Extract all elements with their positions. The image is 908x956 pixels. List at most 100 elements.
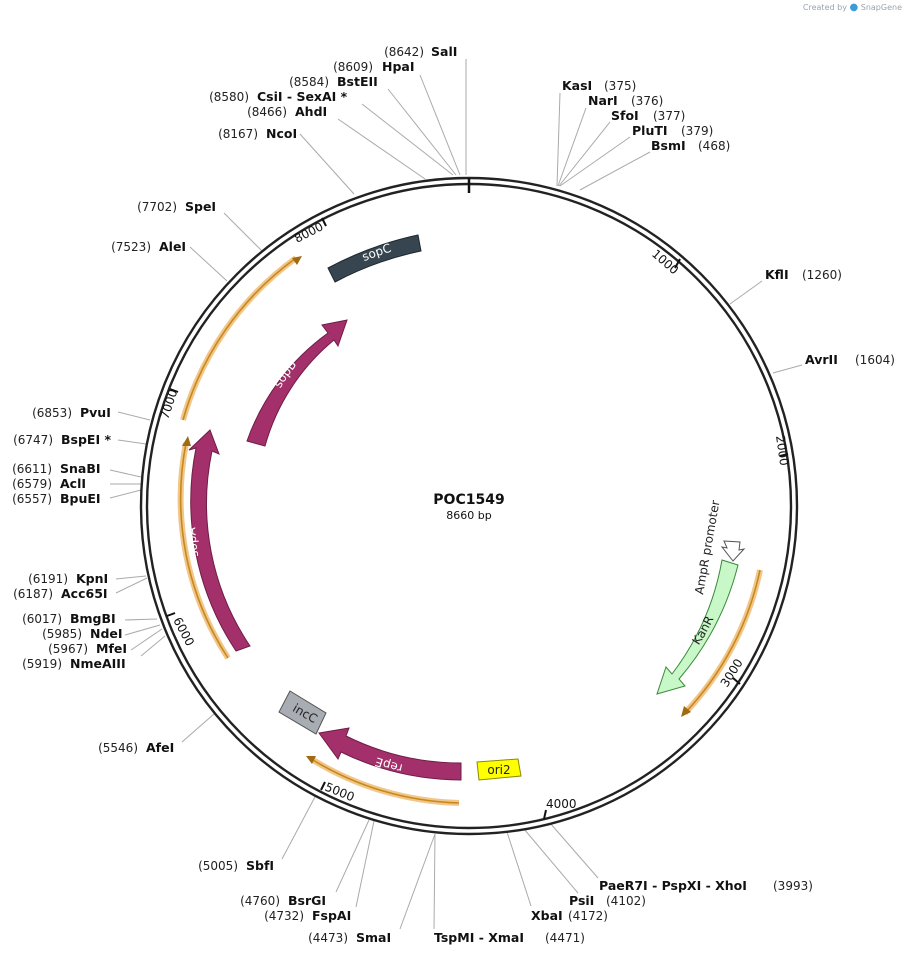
site-KflI[interactable]: KflI [765,267,789,282]
site-NdeI[interactable]: NdeI [90,626,123,641]
snapgene-watermark: Created by ● SnapGene [803,2,902,13]
site-PvuI[interactable]: PvuI [80,405,111,420]
leader-line [299,133,355,195]
site-pos: (4102) [606,894,646,908]
leader-line [223,212,263,252]
site-pos: (7523) [111,240,151,254]
site-SpeI[interactable]: SpeI [185,199,216,214]
site-pos: (5985) [42,627,82,641]
site-pos: (377) [653,109,685,123]
site-pos: (379) [681,124,713,138]
leader-line [130,628,163,651]
ruler-tick-8000: 8000 [292,219,326,245]
leader-line [399,833,436,930]
leader-line [140,635,166,657]
site-BmgBI[interactable]: BmgBI [70,611,116,626]
leader-line [559,136,631,187]
site-KpnI[interactable]: KpnI [76,571,108,586]
site-AvrII[interactable]: AvrII [805,352,838,367]
site-KasI[interactable]: KasI [562,78,592,93]
feature-sopA[interactable] [188,429,251,652]
site-AleI[interactable]: AleI [159,239,186,254]
leader-line [558,121,611,187]
leader-line [124,624,161,636]
site-MfeI[interactable]: MfeI [96,641,127,656]
leader-line [335,819,370,893]
ruler-mark-2000 [779,453,789,457]
site-Acc65I[interactable]: Acc65I [61,586,108,601]
site-pos: (5919) [22,657,62,671]
lines-layer [109,59,803,930]
site-AfeI[interactable]: AfeI [146,740,174,755]
feature-sopC[interactable] [327,234,422,283]
leader-line [109,469,142,478]
site-PaeR7I-PspXI-XhoI[interactable]: PaeR7I - PspXI - XhoI [599,878,747,893]
site-pos: (5005) [198,859,238,873]
site-XbaI[interactable]: XbaI [531,908,563,923]
leader-line [115,577,148,594]
orf-arrowhead [182,436,191,446]
site-SbfI[interactable]: SbfI [246,858,274,873]
ruler-mark-7000 [169,388,179,393]
site-pos: (376) [631,94,663,108]
site-pos: (375) [604,79,636,93]
site-BsmI[interactable]: BsmI [651,138,686,153]
site-pos: (4473) [308,931,348,945]
site-SnaBI[interactable]: SnaBI [60,461,101,476]
site-pos: (6557) [12,492,52,506]
feature-repE[interactable] [318,727,462,781]
feature-KanR[interactable] [656,559,739,695]
watermark-prefix: Created by [802,3,847,12]
site-SmaI[interactable]: SmaI [356,930,391,945]
ruler-mark-6000 [166,612,176,617]
feature-incC[interactable] [278,690,327,735]
site-AhdI[interactable]: AhdI [295,104,327,119]
leader-line [523,828,579,894]
snapgene-logo: ● [849,2,859,13]
orf-arrowhead [306,756,316,764]
leader-line [361,103,454,176]
site-pos: (8642) [384,45,424,59]
leader-line [181,713,215,743]
site-pos: (6611) [12,462,52,476]
site-pos: (6187) [13,587,53,601]
site-pos: (6191) [28,572,68,586]
site-PsiI[interactable]: PsiI [569,893,594,908]
site-FspAI[interactable]: FspAI [312,908,351,923]
feature-ori2[interactable] [476,758,522,781]
site-BstEII[interactable]: BstEII [337,74,378,89]
site-AclI[interactable]: AclI [60,476,86,491]
site-pos: (8466) [247,105,287,119]
site-SalI[interactable]: SalI [431,44,457,59]
site-pos: (8167) [218,127,258,141]
site-NcoI[interactable]: NcoI [266,126,297,141]
site-pos: (4732) [264,909,304,923]
site-pos: (3993) [773,879,813,893]
site-NmeAIII[interactable]: NmeAIII [70,656,126,671]
leader-line [117,411,151,421]
orf-arcs [177,255,763,806]
feature-sopB[interactable] [246,319,348,447]
site-SfoI[interactable]: SfoI [611,108,639,123]
site-CsiI-SexAI[interactable]: CsiI - SexAI * [257,89,348,104]
leader-line [387,88,457,176]
site-BspEI[interactable]: BspEI * [61,432,111,447]
site-NarI[interactable]: NarI [588,93,618,108]
leader-line [355,820,375,908]
site-pos: (4471) [545,931,585,945]
site-HpaI[interactable]: HpaI [382,59,415,74]
site-pos: (468) [698,139,730,153]
feature-AmpR-promoter[interactable] [720,540,746,562]
ruler-tick-6000: 6000 [170,615,197,649]
leader-line [772,364,803,374]
site-PluTI[interactable]: PluTI [632,123,668,138]
orf-arc-repE-line [312,759,460,804]
site-TspMI-XmaI[interactable]: TspMI - XmaI [434,930,524,945]
leader-line [419,74,461,176]
site-BpuEI[interactable]: BpuEI [60,491,101,506]
ruler-tick-4000: 4000 [546,797,577,811]
leader-line [281,794,317,860]
site-BsrGI[interactable]: BsrGI [288,893,326,908]
orf-arrowhead [292,256,302,265]
